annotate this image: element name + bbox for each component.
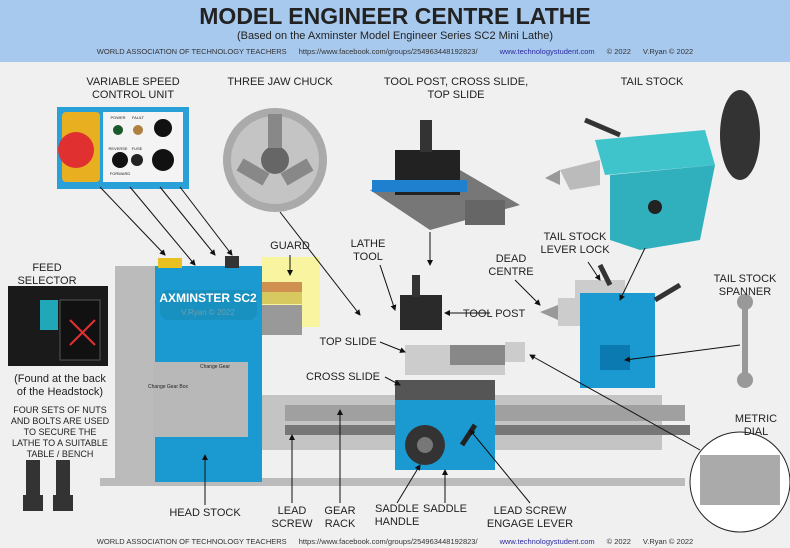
page-subtitle: (Based on the Axminster Model Engineer S…: [236, 30, 554, 42]
site-year: © 2022: [606, 47, 631, 56]
page-title: MODEL ENGINEER CENTRE LATHE: [199, 3, 591, 29]
label-line: TAIL STOCK: [713, 273, 777, 285]
label-tool-post: TOOL POST: [462, 308, 526, 320]
tool-post-assembly-image: [370, 120, 520, 230]
panel-power: POWER: [110, 115, 126, 120]
label-line: VARIABLE SPEED: [86, 76, 180, 88]
label-line: LEAD SCREW: [493, 505, 567, 517]
site-link[interactable]: www.technologystudent.com: [499, 47, 595, 56]
label-line: CONTROL UNIT: [91, 89, 175, 101]
label-top-slide: TOP SLIDE: [319, 336, 377, 348]
header-band: [0, 0, 790, 62]
three-jaw-chuck-image: [223, 108, 327, 212]
label-line: DEAD: [495, 253, 527, 265]
footer-year: © 2022: [606, 537, 631, 546]
label-line: TOOL: [353, 251, 383, 263]
gear-table-title: Change Gear: [199, 364, 231, 370]
brand-plate: AXMINSTER SC2: [159, 291, 257, 305]
tail-stock-bed-image: [580, 293, 655, 388]
label-line: LATHE TO A SUITABLE: [12, 438, 108, 448]
label-line: FOUR SETS OF NUTS: [13, 405, 107, 415]
label-line: LEAD: [277, 505, 307, 517]
facebook-link[interactable]: https://www.facebook.com/groups/25496344…: [298, 47, 478, 56]
label-tail-stock: TAIL STOCK: [620, 76, 684, 88]
headstock-back: [115, 266, 155, 482]
change-gear-plate: [153, 362, 248, 437]
footer-author: V.Ryan © 2022: [642, 537, 694, 546]
tail-stock-image: [545, 90, 760, 250]
label-line: TAIL STOCK: [543, 231, 607, 243]
label-line: SPANNER: [718, 286, 772, 298]
label-line: AND BOLTS ARE USED: [10, 416, 110, 426]
label-line: LEVER LOCK: [540, 244, 610, 256]
label-line: TOOL POST, CROSS SLIDE,: [383, 76, 529, 88]
label-chuck: THREE JAW CHUCK: [227, 76, 333, 88]
label-line: GEAR: [324, 505, 356, 517]
label-saddle: SADDLE: [422, 503, 468, 515]
label-line: TABLE / BENCH: [26, 449, 94, 459]
label-line: LATHE: [350, 238, 386, 250]
panel-forward: FORWARD: [109, 171, 131, 176]
label-line: of the Headstock): [16, 386, 104, 398]
label-tool-post-group: TOOL POST, CROSS SLIDE,TOP SLIDE: [384, 76, 528, 102]
speed-control-unit-image: [57, 107, 189, 189]
drip-tray: [100, 478, 685, 486]
label-line: DIAL: [743, 426, 769, 438]
footer-site[interactable]: www.technologystudent.com: [499, 537, 595, 546]
brand-plate-sub: V.Ryan © 2022: [181, 308, 235, 317]
label-line: SCREW: [271, 518, 313, 530]
label-line: FEED: [32, 262, 62, 274]
footer-org: WORLD ASSOCIATION OF TECHNOLOGY TEACHERS: [96, 537, 287, 546]
org-credit: WORLD ASSOCIATION OF TECHNOLOGY TEACHERS: [96, 47, 287, 56]
footer-credits: WORLD ASSOCIATION OF TECHNOLOGY TEACHERS…: [0, 537, 790, 546]
panel-fuse: FUSE: [131, 146, 143, 151]
label-line: HANDLE: [374, 516, 420, 528]
gear-box-title: Change Gear Box: [147, 384, 189, 390]
label-guard: GUARD: [270, 240, 310, 252]
bolts-image: [23, 460, 73, 511]
label-line: (Found at the back: [14, 373, 106, 385]
tool-post-image: [400, 295, 442, 330]
panel-fault: FAULT: [131, 115, 145, 120]
author-credit: V.Ryan © 2022: [642, 47, 694, 56]
label-cross-slide: CROSS SLIDE: [306, 371, 380, 383]
panel-reverse: REVERSE: [108, 146, 128, 151]
label-line: ENGAGE LEVER: [486, 518, 574, 530]
header-credits: WORLD ASSOCIATION OF TECHNOLOGY TEACHERS…: [0, 47, 790, 56]
label-line: RACK: [324, 518, 356, 530]
label-head-stock: HEAD STOCK: [169, 507, 241, 519]
label-line: SADDLE: [374, 503, 420, 515]
label-line: TO SECURE THE: [23, 427, 97, 437]
label-line: CENTRE: [488, 266, 534, 278]
footer-facebook[interactable]: https://www.facebook.com/groups/25496344…: [298, 537, 478, 546]
label-line: METRIC: [734, 413, 778, 425]
label-line: SELECTOR: [17, 275, 77, 287]
label-line: TOP SLIDE: [427, 89, 485, 101]
pointer-arrows: [99, 186, 741, 505]
